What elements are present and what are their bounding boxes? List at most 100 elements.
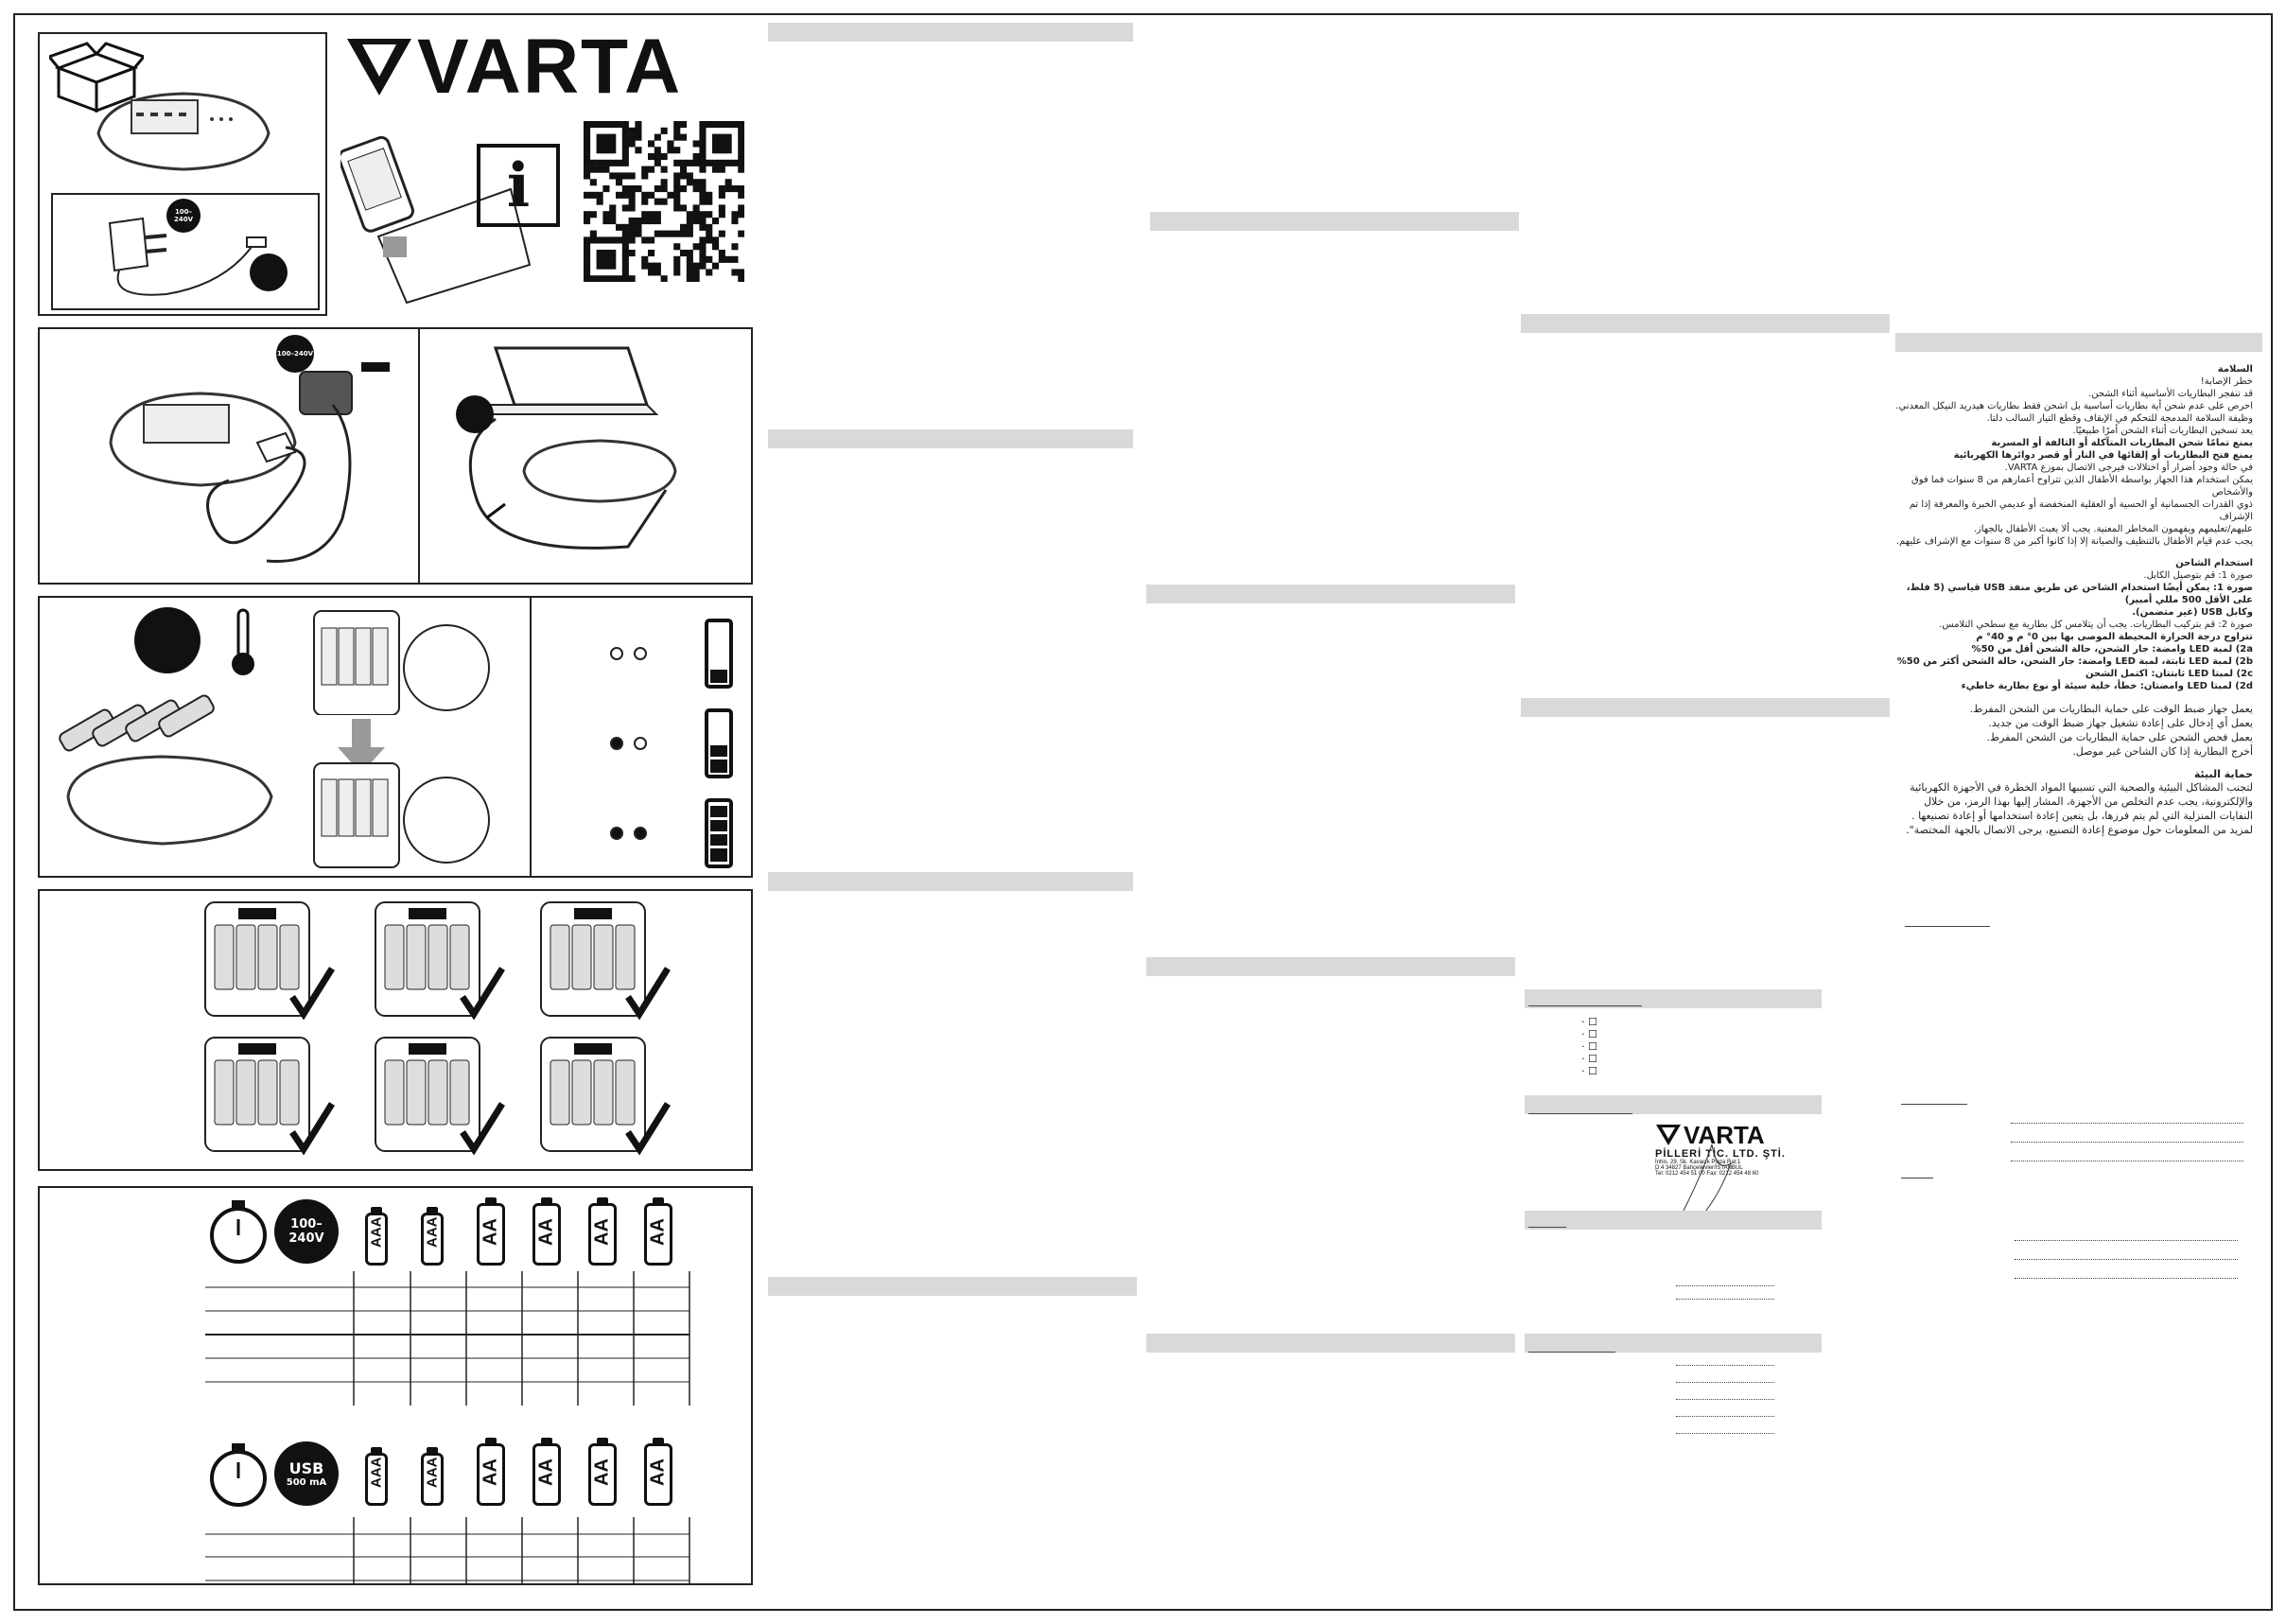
fill-line xyxy=(2015,1239,2238,1241)
qr-module xyxy=(673,230,681,237)
charger-top-view-2 xyxy=(313,762,490,868)
battery-aaa-icon: AAA xyxy=(365,1207,388,1266)
qr-module xyxy=(596,250,603,257)
qr-code-icon[interactable] xyxy=(584,121,744,282)
qr-module xyxy=(584,250,591,257)
qr-module xyxy=(667,191,674,199)
qr-module xyxy=(699,127,707,134)
qr-module xyxy=(718,211,725,218)
varta-v-icon xyxy=(1656,1125,1681,1145)
qr-module xyxy=(660,166,668,173)
qr-module xyxy=(616,179,623,186)
qr-module xyxy=(692,218,700,225)
qr-module xyxy=(692,243,700,251)
qr-module xyxy=(596,133,603,141)
qr-module xyxy=(628,133,636,141)
env-lines-line: لمزيد من المعلومات حول موضوع إعادة التصن… xyxy=(1906,824,2253,836)
qr-module xyxy=(654,133,661,141)
qr-module xyxy=(621,172,629,180)
qr-module xyxy=(654,153,661,161)
charger-config-5 xyxy=(375,1037,505,1156)
stamp-line-3: D:4 34827 Bahçelievler/İSTANBUL xyxy=(1655,1165,1743,1171)
qr-module xyxy=(609,218,617,225)
qr-module xyxy=(589,159,597,166)
qr-module xyxy=(602,133,610,141)
qr-module xyxy=(648,153,655,161)
qr-module xyxy=(724,133,732,141)
usage-lines-line: تتراوح درجة الحرارة المحيطة الموصى بها ب… xyxy=(1976,632,2253,642)
mains-badge-icon-3: 100–240V xyxy=(274,1199,339,1264)
qr-module xyxy=(609,159,617,166)
qr-module xyxy=(738,185,744,193)
checkbox-item[interactable]: · ☐ xyxy=(1581,1028,1597,1040)
qr-module xyxy=(699,166,707,173)
qr-module xyxy=(596,262,603,270)
battery-aa-icon: AA xyxy=(644,1438,672,1506)
qr-module xyxy=(686,230,693,237)
timer-lines-line: أخرج البطارية إذا كان الشاحن غير موصل. xyxy=(2072,745,2253,758)
qr-module xyxy=(621,159,629,166)
qr-module xyxy=(589,230,597,237)
checkbox-item[interactable]: · ☐ xyxy=(1581,1053,1597,1065)
qr-module xyxy=(699,179,707,186)
qr-module xyxy=(692,275,700,282)
qr-module xyxy=(584,269,591,276)
qr-module xyxy=(596,166,603,173)
qr-module xyxy=(602,121,610,129)
qr-module xyxy=(673,255,681,263)
qr-module xyxy=(602,255,610,263)
safety-lines-line: خطر الإصابة! xyxy=(2200,376,2253,387)
safety-lines-line: وظيفة السلامة المدمجة للتحكم في الإيقاف … xyxy=(1986,413,2253,424)
qr-module xyxy=(712,147,720,154)
qr-module xyxy=(589,179,597,186)
checkbox-item[interactable]: · ☐ xyxy=(1581,1065,1597,1077)
usb-badge-icon: USB 500 mA xyxy=(274,1441,339,1506)
qr-module xyxy=(699,211,707,218)
qr-module xyxy=(621,243,629,251)
qr-module xyxy=(724,147,732,154)
qr-module xyxy=(654,211,661,218)
fill-line xyxy=(2011,1141,2243,1143)
checkbox-item[interactable]: · ☐ xyxy=(1581,1040,1597,1053)
section-header-bar xyxy=(768,429,1133,448)
qr-module xyxy=(718,204,725,212)
section-header-bar xyxy=(1150,212,1519,231)
qr-module xyxy=(648,140,655,148)
fill-line xyxy=(2011,1122,2243,1124)
qr-module xyxy=(602,250,610,257)
qr-module xyxy=(699,218,707,225)
qr-module xyxy=(654,198,661,205)
qr-module xyxy=(718,166,725,173)
timer-lines-line: يعمل جهاز ضبط الوقت على حماية البطاريات … xyxy=(1969,703,2253,715)
qr-module xyxy=(673,147,681,154)
qr-module xyxy=(635,230,642,237)
qr-module xyxy=(609,211,617,218)
battery-aa-icon: AA xyxy=(477,1438,505,1506)
qr-module xyxy=(621,121,629,129)
underline xyxy=(1901,1103,1967,1105)
qr-module xyxy=(584,147,591,154)
qr-module xyxy=(621,204,629,212)
qr-module xyxy=(692,262,700,270)
mains-badge-icon: 100–240V xyxy=(166,199,201,233)
stamp-line-4: Tel: 0212 454 51 00 Fax: 0212 454 48 60 xyxy=(1655,1171,1759,1177)
qr-module xyxy=(686,269,693,276)
arabic-text-block: السلامة خطر الإصابة!قد تنفجر البطاريات ا… xyxy=(1890,358,2253,837)
qr-module xyxy=(621,140,629,148)
qr-module xyxy=(706,211,713,218)
qr-module xyxy=(706,255,713,263)
arrow-down-icon xyxy=(338,719,385,774)
usage-lines-line: صورة 2: قم بتركيب البطاريات. يجب أن يتلا… xyxy=(1939,620,2253,630)
section-header-bar xyxy=(768,1277,1137,1296)
timer-lines-line: يعمل أي إدخال على إعادة تشغيل جهاز ضبط ا… xyxy=(1988,717,2253,729)
qr-module xyxy=(712,140,720,148)
qr-module xyxy=(609,140,617,148)
checkbox-item[interactable]: · ☐ xyxy=(1581,1016,1597,1028)
qr-module xyxy=(616,223,623,231)
qr-module xyxy=(584,172,591,180)
qr-module xyxy=(692,211,700,218)
qr-module xyxy=(609,262,617,270)
qr-module xyxy=(660,275,668,282)
config-grid-illustration[interactable] xyxy=(40,891,755,1173)
qr-module xyxy=(706,236,713,244)
